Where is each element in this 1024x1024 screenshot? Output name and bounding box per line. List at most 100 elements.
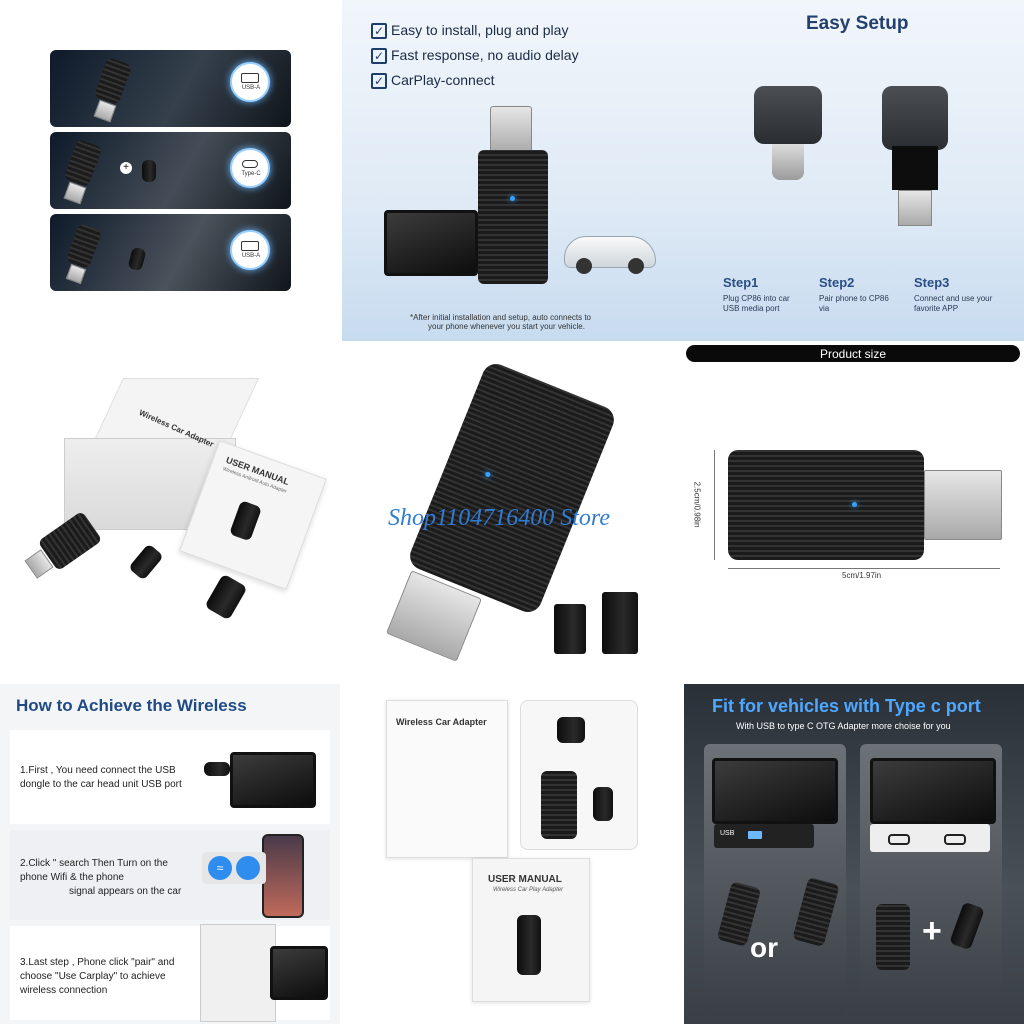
status-led xyxy=(484,471,492,478)
step-text: via xyxy=(819,304,830,313)
step-text: 2.Click " search Then Turn on the xyxy=(20,858,168,869)
step-text: favorite APP xyxy=(914,304,959,313)
phone-image xyxy=(262,834,304,918)
step-text: signal appears on the car xyxy=(69,886,182,897)
dongle-image xyxy=(65,223,103,269)
unboxing-panel: Wireless Car Adapter USER MANUAL Wireles… xyxy=(342,684,682,1024)
dongle-image xyxy=(792,876,840,948)
how-to-panel: How to Achieve the Wireless 1.First , Yo… xyxy=(0,684,340,1024)
plus-sign: + xyxy=(922,912,942,950)
card-label: Wireless Car Adapter xyxy=(396,717,487,727)
wifi-bluetooth-toggle: ≈ xyxy=(202,852,266,884)
info-card: Wireless Car Adapter xyxy=(386,700,508,858)
usage-photo-usb-a-2: USB-A xyxy=(50,214,291,291)
length-label: 5cm/1.97in xyxy=(842,571,882,580)
usb-car-card: USB or xyxy=(704,744,846,1016)
type-c-otg-adapter-image xyxy=(554,604,586,654)
step-text: USB media port xyxy=(723,304,780,313)
usb-plug-image xyxy=(490,106,532,154)
step-text: 1.First , You need connect the USB xyxy=(20,765,176,776)
banner-title: Product size xyxy=(819,347,887,361)
dongle-image xyxy=(93,56,133,106)
car-image xyxy=(554,218,664,280)
step-text: choose "Use Carplay" to achieve xyxy=(20,971,166,982)
dongle-image xyxy=(63,138,103,188)
step-text: phone Wifi & the phone xyxy=(20,872,124,883)
otg-adapter-image xyxy=(127,246,147,272)
status-led xyxy=(852,502,857,507)
dongle-image xyxy=(204,762,230,776)
feature-item: CarPlay-connect xyxy=(391,72,495,88)
type-c-otg-adapter-image xyxy=(593,787,613,821)
usage-photos-panel: USB-A + Type-C USB-A xyxy=(0,0,340,340)
foam-tray xyxy=(520,700,638,850)
step-text: dongle to the car head unit USB port xyxy=(20,779,182,790)
car-screen-image xyxy=(230,752,316,808)
otg-adapter-image xyxy=(142,160,156,182)
step-text: Pair phone to CP86 xyxy=(819,294,889,303)
product-size-panel: Product size 2.5cm/0.98in 5cm/1.97in xyxy=(684,342,1024,682)
feature-item: Fast response, no audio delay xyxy=(391,47,579,63)
product-photo-panel: Shop1104716400 Store xyxy=(342,342,682,682)
length-dimension-line xyxy=(728,568,1000,569)
car-screen-image xyxy=(870,758,996,824)
step-title: Step3 xyxy=(914,275,950,290)
phone-settings-image xyxy=(200,924,276,1022)
step-title: Step2 xyxy=(819,275,855,290)
usb-a-port-icon xyxy=(241,73,259,83)
car-screen-image xyxy=(270,946,328,1000)
footnote: your phone whenever you start your vehic… xyxy=(428,322,585,331)
car-screen-image xyxy=(712,758,838,824)
height-dimension-line xyxy=(714,450,715,560)
package-contents-panel: Wireless Car Adapter USER MANUAL Wireles… xyxy=(0,342,340,682)
step-text: Plug CP86 into car xyxy=(723,294,790,303)
footnote: *After initial installation and setup, a… xyxy=(410,313,591,322)
dongle-image xyxy=(541,771,577,839)
type-c-car-card: + xyxy=(860,744,1002,1016)
type-c-adapter-image xyxy=(754,86,822,186)
usb-a-port-badge: USB-A xyxy=(230,62,270,102)
manual-title: USER MANUAL xyxy=(488,874,562,885)
step-text: 3.Last step , Phone click "pair" and xyxy=(20,957,175,968)
usage-photo-type-c: + Type-C xyxy=(50,132,291,209)
dongle-image xyxy=(405,359,619,617)
port-label: USB-A xyxy=(241,85,261,91)
step-title: Step1 xyxy=(723,275,759,290)
checkbox-icon: ✓ xyxy=(371,48,387,64)
section-subheading: With USB to type C OTG Adapter more choi… xyxy=(736,721,951,731)
dongle-image xyxy=(876,904,910,970)
manual-image: USER MANUAL Wireless Car Play Adapter xyxy=(472,858,590,1002)
port-label: Type-C xyxy=(241,171,261,177)
plus-icon: + xyxy=(120,162,132,174)
type-c-panel: Fit for vehicles with Type c port With U… xyxy=(684,684,1024,1024)
dongle-image xyxy=(478,150,548,284)
bluetooth-icon xyxy=(236,856,260,880)
usb-port-panel: USB xyxy=(714,824,814,848)
usb-a-port-icon xyxy=(241,241,259,251)
checkbox-icon: ✓ xyxy=(371,73,387,89)
usb-a-otg-adapter-image xyxy=(204,573,248,621)
type-c-port-icon xyxy=(242,160,258,168)
wifi-icon: ≈ xyxy=(208,856,232,880)
dongle-image xyxy=(728,450,924,560)
usb-a-port-badge: USB-A xyxy=(230,230,270,270)
easy-setup-panel: ✓ Easy to install, plug and play ✓ Fast … xyxy=(342,0,1024,341)
section-heading: How to Achieve the Wireless xyxy=(16,696,247,715)
type-c-port-icon xyxy=(944,834,966,845)
store-watermark: Shop1104716400 Store xyxy=(388,505,610,531)
car-screen-image xyxy=(384,210,478,276)
checkbox-icon: ✓ xyxy=(371,23,387,39)
step-text: Connect and use your xyxy=(914,294,993,303)
height-label: 2.5cm/0.98in xyxy=(692,481,702,528)
section-heading: Fit for vehicles with Type c port xyxy=(712,696,981,716)
or-label: or xyxy=(750,932,778,963)
type-c-port-panel xyxy=(870,824,990,852)
section-heading: Easy Setup xyxy=(806,13,909,34)
usb-port-icon xyxy=(748,831,762,839)
feature-item: Easy to install, plug and play xyxy=(391,22,569,38)
usage-photo-usb-a-1: USB-A xyxy=(50,50,291,127)
usb-a-otg-adapter-image xyxy=(602,592,638,654)
type-c-otg-adapter-image xyxy=(128,543,164,581)
type-c-port-icon xyxy=(888,834,910,845)
port-label: USB-A xyxy=(241,253,261,259)
